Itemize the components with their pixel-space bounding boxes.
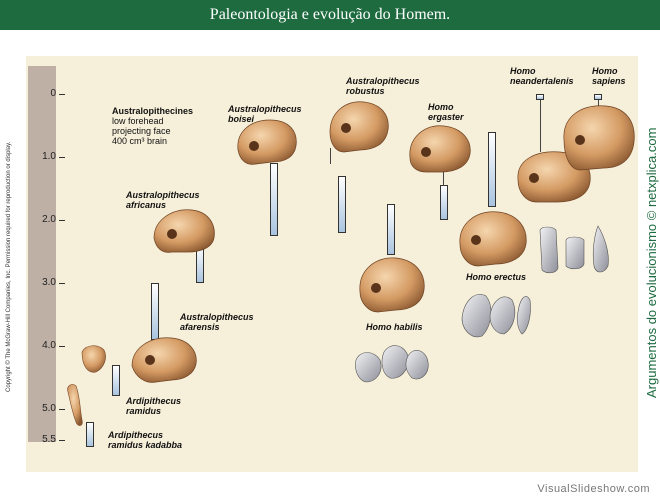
note-heading: Australopithecines bbox=[112, 106, 194, 116]
kadabba-bone-fossil bbox=[67, 384, 83, 426]
tick-label-2: 2.0 bbox=[42, 214, 56, 225]
connector-line bbox=[443, 168, 444, 186]
tick-label-6: 5.5 bbox=[42, 434, 56, 445]
robustus-skull bbox=[329, 101, 389, 153]
australopithecines-note: Australopithecines low forehead projecti… bbox=[112, 106, 193, 146]
tick-mark bbox=[59, 283, 65, 284]
ramidus-jaw-fossil bbox=[81, 345, 106, 373]
note-line-1: low forehead bbox=[112, 116, 164, 126]
range-bar-habilis bbox=[387, 204, 395, 255]
habilis-stone-tools bbox=[355, 345, 429, 383]
sapiens-skull bbox=[563, 105, 635, 171]
range-bar-ergaster bbox=[440, 185, 448, 220]
tick-mark bbox=[59, 346, 65, 347]
page-title: Paleontologia e evolução do Homem. bbox=[0, 0, 660, 30]
tick-mark bbox=[59, 220, 65, 221]
tick-label-5: 5.0 bbox=[42, 403, 56, 414]
tick-label-4: 4.0 bbox=[42, 340, 56, 351]
label-habilis: Homo habilis bbox=[366, 322, 423, 332]
note-line-3: 400 cm³ brain bbox=[112, 136, 168, 146]
range-bar-erectus bbox=[488, 131, 496, 208]
tick-mark bbox=[59, 409, 65, 410]
tick-mark bbox=[59, 440, 65, 441]
ergaster-skull bbox=[409, 125, 471, 173]
tick-label-3: 3.0 bbox=[42, 277, 56, 288]
africanus-skull bbox=[153, 209, 215, 253]
erectus-skull bbox=[459, 211, 527, 267]
tick-label-1: 1.0 bbox=[42, 151, 56, 162]
connector-line bbox=[598, 100, 599, 110]
erectus-stone-tools bbox=[461, 294, 531, 338]
range-bar-sapiens bbox=[594, 94, 602, 100]
tick-label-0: 0 bbox=[50, 88, 56, 99]
afarensis-skull bbox=[131, 337, 197, 383]
range-bar-boisei bbox=[270, 163, 278, 236]
boisei-skull bbox=[237, 119, 297, 165]
tick-mark bbox=[59, 94, 65, 95]
connector-line bbox=[330, 148, 331, 164]
range-bar-robustus bbox=[338, 175, 346, 233]
range-bar-ramidus bbox=[112, 364, 120, 397]
note-line-2: projecting face bbox=[112, 126, 171, 136]
connector-line bbox=[540, 100, 541, 152]
range-bar-kadabba bbox=[86, 421, 94, 447]
tick-mark bbox=[59, 157, 65, 158]
watermark: VisualSlideshow.com bbox=[537, 483, 650, 495]
label-erectus: Homo erectus bbox=[466, 272, 527, 282]
axis-band bbox=[28, 66, 56, 442]
habilis-skull bbox=[359, 257, 425, 313]
range-bar-neandertalensis bbox=[536, 94, 544, 101]
late-homo-stone-tools bbox=[539, 225, 609, 274]
